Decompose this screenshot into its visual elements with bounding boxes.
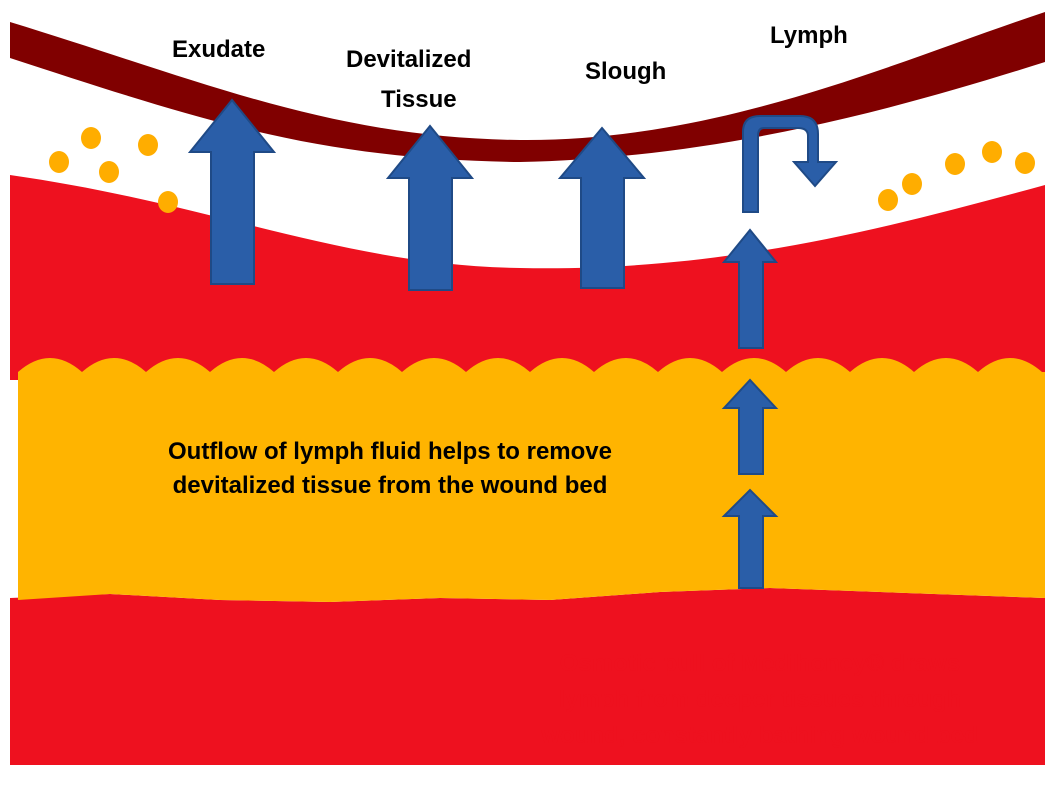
slough-label: Slough [585,58,666,86]
droplet [878,189,898,211]
osmotic-caption: Osmotic pull of Medihoney® draws lymph f… [470,646,1050,754]
droplet [99,161,119,183]
droplet [158,191,178,213]
tissue-label: Tissue [381,86,457,108]
droplet [81,127,101,149]
droplet [982,141,1002,163]
devitalized-label: Devitalized [346,46,471,74]
droplet [138,134,158,156]
dressing-band [10,12,1045,162]
osmotic-caption-line: lymph from deeper tissues through [470,682,1050,718]
outflow-caption: Outflow of lymph fluid helps to remove d… [60,435,720,503]
droplet [945,153,965,175]
outflow-caption-line: Outflow of lymph fluid helps to remove [60,435,720,469]
exudate-label: Exudate [172,36,265,64]
outflow-caption-line: devitalized tissue from the wound bed [60,469,720,503]
droplet [1015,152,1035,174]
osmotic-caption-line: wound, constantly bathing wound bed [470,718,1050,754]
lymph-label: Lymph [770,22,848,50]
osmotic-caption-line: Osmotic pull of Medihoney® draws [470,646,1050,682]
droplet [902,173,922,195]
droplet [49,151,69,173]
